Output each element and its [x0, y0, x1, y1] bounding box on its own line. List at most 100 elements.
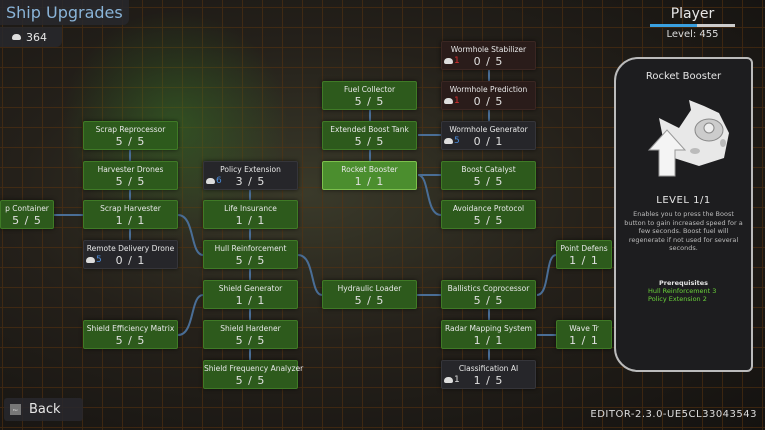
upgrade-name: Wormhole Stabilizer — [450, 45, 527, 54]
player-info: Player Level: 455 — [650, 6, 735, 40]
scrap-icon — [86, 257, 95, 263]
upgrade-name: Life Insurance — [224, 204, 277, 213]
cost-value: 5 — [454, 136, 460, 146]
esc-key-icon: Esc — [10, 404, 21, 415]
upgrade-name: Rocket Booster — [341, 165, 398, 174]
upgrade-level: 1 / 1 — [473, 334, 504, 347]
upgrade-name: Wormhole Prediction — [449, 85, 528, 94]
prerequisite: Hull Reinforcement 3 — [648, 286, 717, 295]
upgrade-name: Wormhole Generator — [449, 125, 528, 134]
upgrade-name: Extended Boost Tank — [330, 125, 409, 134]
cost-value: 1 — [454, 96, 460, 106]
upgrade-name: Point Defens — [560, 244, 608, 253]
upgrade-name: Boost Catalyst — [461, 165, 516, 174]
upgrade-cost: 1 — [444, 56, 460, 66]
upgrade-level: 5 / 5 — [235, 374, 266, 387]
upgrade-cost: 1 — [444, 96, 460, 106]
upgrade-level: 5 / 5 — [473, 175, 504, 188]
cost-value: 1 — [454, 375, 460, 385]
upgrade-name: Shield Hardener — [220, 324, 281, 333]
xp-bar — [650, 24, 735, 27]
upgrade-cost: 5 — [444, 136, 460, 146]
upgrade-level: 1 / 1 — [569, 334, 599, 347]
upgrade-level: 0 / 1 — [115, 254, 146, 267]
cost-value: 1 — [454, 56, 460, 66]
detail-level: LEVEL 1/1 — [656, 195, 711, 206]
rocket-booster-icon — [647, 100, 729, 177]
upgrade-name: Shield Efficiency Matrix — [86, 324, 175, 333]
upgrade-name: Classification AI — [458, 364, 519, 373]
upgrade-level: 1 / 1 — [354, 175, 385, 188]
upgrade-cost: 5 — [86, 255, 102, 265]
upgrade-name: Harvester Drones — [97, 165, 164, 174]
detail-title: Rocket Booster — [645, 71, 722, 82]
scrap-icon — [12, 34, 21, 40]
upgrade-cost: 6 — [206, 176, 222, 186]
back-label: Back — [29, 402, 61, 417]
upgrade-name: Wave Tr — [569, 324, 599, 333]
upgrade-name: Scrap Reprocessor — [95, 125, 166, 134]
back-button[interactable]: Esc Back — [4, 398, 83, 421]
scrap-icon — [444, 138, 453, 144]
upgrade-level: 5 / 5 — [473, 214, 504, 227]
cost-value: 5 — [96, 255, 102, 265]
upgrade-cost: 1 — [444, 375, 460, 385]
upgrade-level: 5 / 5 — [235, 254, 266, 267]
scrap-counter: 364 — [0, 27, 62, 47]
prerequisite: Policy Extension 2 — [648, 294, 707, 303]
player-name: Player — [670, 6, 715, 22]
upgrade-level: 5 / 5 — [115, 334, 146, 347]
upgrade-name: Fuel Collector — [343, 85, 396, 94]
upgrade-detail-panel: Rocket Booster LEVEL 1/1 Enables you to … — [614, 57, 753, 372]
upgrade-level: 1 / 1 — [235, 294, 266, 307]
upgrade-level: 1 / 1 — [235, 214, 266, 227]
upgrade-name: Remote Delivery Drone — [86, 244, 175, 253]
upgrade-name: Ballistics Coprocessor — [447, 284, 530, 293]
upgrade-name: Shield Frequency Analyzer — [204, 364, 304, 373]
upgrade-level: 5 / 5 — [115, 175, 146, 188]
upgrade-name: Avoidance Protocol — [452, 204, 525, 213]
upgrade-name: Policy Extension — [220, 165, 281, 174]
upgrade-level: 1 / 5 — [473, 374, 504, 387]
upgrade-name: Radar Mapping System — [444, 324, 532, 333]
upgrade-name: p Container — [5, 204, 49, 213]
upgrade-level: 5 / 5 — [354, 135, 385, 148]
upgrade-name: Shield Generator — [218, 284, 283, 293]
detail-description: Enables you to press the Boost button to… — [624, 210, 743, 252]
upgrade-name: Scrap Harvester — [100, 204, 161, 213]
upgrade-level: 5 / 5 — [354, 294, 385, 307]
player-level: Level: 455 — [666, 29, 719, 40]
upgrade-level: 5 / 5 — [115, 135, 146, 148]
upgrade-level: 5 / 5 — [354, 95, 385, 108]
cost-value: 6 — [216, 176, 222, 186]
upgrade-level: 5 / 5 — [12, 214, 42, 227]
upgrade-level: 5 / 5 — [235, 334, 266, 347]
scrap-icon — [444, 58, 453, 64]
